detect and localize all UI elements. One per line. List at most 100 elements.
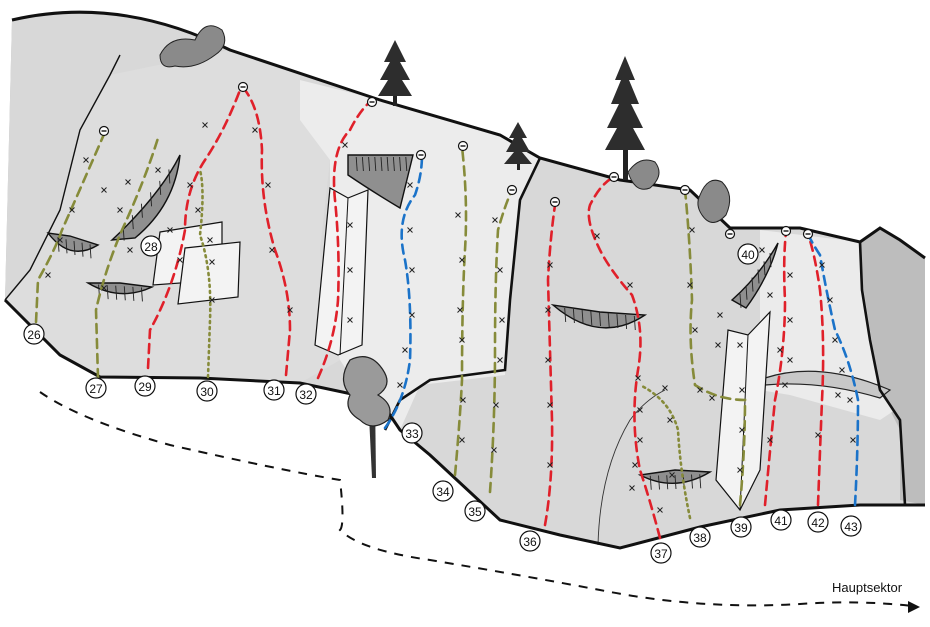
route-number-badge: 35 [464,500,486,522]
route-line [198,168,212,379]
bolt-icon [127,247,133,253]
route-number-badge: 31 [263,379,285,401]
route-number: 26 [27,328,41,342]
anchor-icon [679,184,691,196]
roof-hatch [666,475,669,490]
bolt-icon [835,392,841,398]
roof-right [730,242,779,309]
right-face-edge [858,241,907,506]
roof-hatch [115,285,118,300]
bolt-icon [342,142,348,148]
roof-hatch [590,310,593,326]
roof-hatch [763,261,766,276]
roof-hatch [581,309,584,325]
bolt-icon [847,397,853,403]
roof-hatch [405,156,408,172]
route-number-badge: 29 [134,375,156,397]
path-label: Hauptsektor [832,580,903,595]
bolt-icon [547,262,553,268]
bolt-icon [739,427,745,433]
route-line [383,153,424,430]
right-rock-slab [860,228,925,505]
route-number: 30 [200,385,214,399]
bolt-icon [407,182,413,188]
roof-hatch [699,474,702,489]
roof-hatch [607,312,610,328]
bolt-icon [545,307,551,313]
route-line [94,136,160,380]
anchor-icon [457,140,469,152]
bolt-icon [632,462,638,468]
route-line [683,188,747,507]
route-line [638,383,692,520]
route-line [453,145,468,477]
roof-hatch [57,237,60,252]
pillars [152,187,771,512]
bolt-icon [287,307,293,313]
route-number-badge: 38 [689,526,711,548]
roof-hatch [691,474,693,489]
roof-hatch [625,314,628,330]
bolt-icon [397,382,403,388]
bolt-icon [57,237,63,243]
bolt-icon [787,272,793,278]
roof-hatch [572,308,575,324]
roof-hatch [123,286,126,301]
roof-hatch [386,156,389,172]
roof-hatch [368,156,371,172]
bolt-icon [83,157,89,163]
bolt-icon [195,207,201,213]
roof-hatch [140,287,143,302]
bolt-icon [69,207,75,213]
roof-hatch [599,311,601,327]
bolt-icon [407,227,413,233]
roof-hatch [745,285,748,300]
bolt-icon [209,259,215,265]
route-line [488,188,514,494]
bolt-icon [460,397,466,403]
bush-icon [627,159,660,190]
route-number: 43 [844,520,858,534]
bolt-icon [101,187,107,193]
route-number: 38 [693,531,707,545]
bolt-icon [547,402,553,408]
route-line [146,88,242,370]
route-line [34,130,107,324]
bolt-icon [657,507,663,513]
bolt-icon [832,337,838,343]
roof-hatch [81,242,84,257]
roof-hatch [374,156,377,172]
anchor-icon [780,225,792,237]
bolt-icon [117,207,123,213]
anchor-icon [366,96,378,108]
overhangs [46,154,779,490]
bolt-icon [787,317,793,323]
bolt-icon [492,217,498,223]
route-number-badge: 33 [401,422,423,444]
roof-hatch [392,156,395,172]
roof-hatch [140,203,143,218]
bolt-icon [739,387,745,393]
roof-hatch [150,192,153,207]
bolt-icon [737,467,743,473]
route-number: 41 [774,514,788,528]
rock-ledge [764,370,892,399]
bolt-icon [347,317,353,323]
roof-hatch [616,313,619,329]
route-number-badge: 28 [140,235,162,257]
bolt-icon [547,462,553,468]
route-number: 33 [405,427,419,441]
bolt-icon [125,179,131,185]
bolt-icon [594,233,600,239]
bolt-icon [637,407,643,413]
anchor-icon [608,171,620,183]
bolt-icon [265,182,271,188]
bolt-icon [202,122,208,128]
bolt-icon [187,182,193,188]
bolt-icon [715,342,721,348]
bolt-icon [499,317,505,323]
bolt-icon [497,267,503,273]
route-number: 39 [734,521,748,535]
anchor-icon [724,228,736,240]
roof-gully [550,303,648,329]
